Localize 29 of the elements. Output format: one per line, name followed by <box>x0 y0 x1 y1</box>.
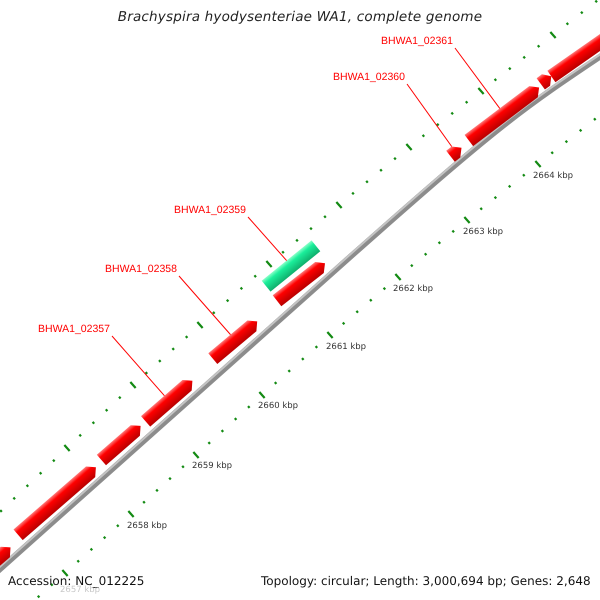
scale-label: 2658 kbp <box>127 522 168 532</box>
gene-block <box>208 320 258 364</box>
leader-line <box>406 84 452 147</box>
gene-block <box>14 466 96 540</box>
gene-block <box>446 146 462 162</box>
diagram-title: Brachyspira hyodysenteriae WA1, complete genome <box>116 9 484 25</box>
scale-label: 2662 kbp <box>393 285 434 294</box>
gene-label: BHWA1_02358 <box>105 263 179 276</box>
scale-label: 2659 kbp <box>192 462 232 472</box>
gene-bar <box>262 240 320 292</box>
gene-block <box>141 380 192 427</box>
gene-block <box>96 425 141 466</box>
leader-line <box>178 276 231 336</box>
gene-block <box>272 262 325 306</box>
gene-label: BHWA1_02360 <box>333 71 407 84</box>
info-text: Topology: circular; Length: 3,000,694 bp; Genes: 2,648 <box>261 575 591 588</box>
gene-block <box>0 546 10 566</box>
scale-label: 2663 kbp <box>463 228 504 238</box>
gene-block <box>464 86 540 146</box>
scale-label: 2664 kbp <box>533 172 574 182</box>
gene-label: BHWA1_02359 <box>174 204 248 217</box>
scale-label: 2661 kbp <box>326 343 366 352</box>
gene-label: BHWA1_02361 <box>381 35 455 48</box>
leader-line <box>248 216 288 262</box>
leader-line <box>112 336 165 396</box>
scale-label: 2660 kbp <box>258 402 298 412</box>
gene-label: BHWA1_02357 <box>38 323 112 336</box>
gene-block <box>536 74 552 90</box>
leader-line <box>454 48 500 109</box>
